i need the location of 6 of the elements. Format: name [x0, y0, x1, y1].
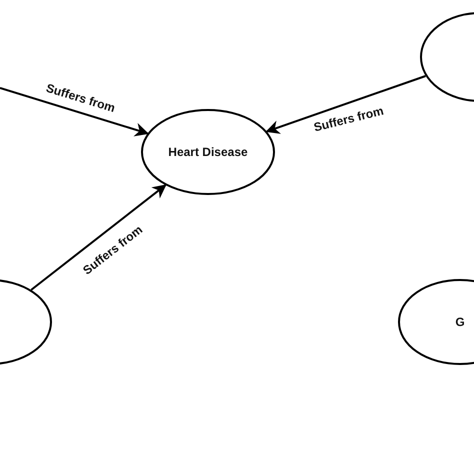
arrow — [30, 184, 167, 291]
ellipse-node — [141, 109, 275, 195]
node-label: Heart Disease — [168, 145, 248, 159]
arrow — [266, 75, 426, 134]
arrow — [0, 87, 149, 136]
node-label: G — [455, 315, 465, 329]
